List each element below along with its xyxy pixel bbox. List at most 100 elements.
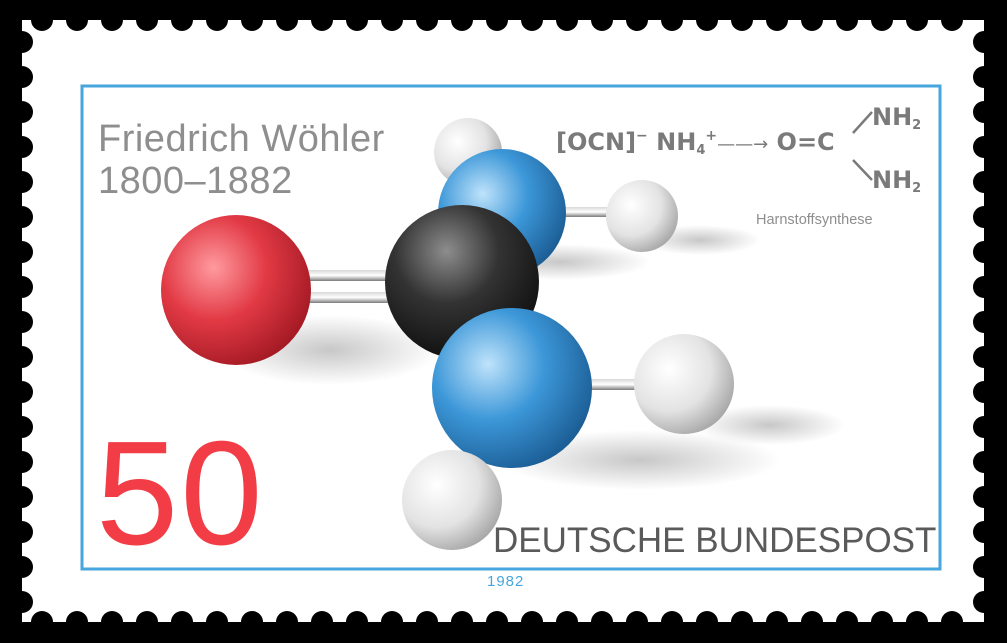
reaction-arrow: ——→ — [717, 134, 769, 155]
perforation-hole — [11, 31, 33, 53]
perforation-hole — [973, 521, 995, 543]
perforation-hole — [241, 611, 263, 633]
perforation-hole — [311, 9, 333, 31]
perforation-hole — [451, 611, 473, 633]
perforation-hole — [206, 611, 228, 633]
perforation-hole — [973, 101, 995, 123]
perforation-hole — [941, 9, 963, 31]
perforation-hole — [973, 381, 995, 403]
perforation-hole — [11, 486, 33, 508]
perforation-hole — [973, 346, 995, 368]
perforation-hole — [801, 611, 823, 633]
bond-n-h-right — [580, 379, 660, 390]
perforation-hole — [973, 241, 995, 263]
perforation-hole — [276, 9, 298, 31]
perforation-hole — [381, 9, 403, 31]
perforation-hole — [11, 206, 33, 228]
perforation-hole — [906, 611, 928, 633]
perforation-hole — [836, 9, 858, 31]
hydrogen-atom-lower-right — [634, 334, 734, 434]
perforation-hole — [591, 9, 613, 31]
perforation-hole — [973, 416, 995, 438]
amine-subscript: 2 — [912, 118, 922, 133]
perforation-hole — [346, 611, 368, 633]
hydrogen-atom-bottom — [402, 450, 502, 550]
nitrogen-atom-lower — [432, 308, 592, 468]
product-amine-lower: NH2 — [872, 166, 921, 196]
issue-year: 1982 — [487, 573, 525, 590]
perforation-hole — [973, 31, 995, 53]
reactant-ammonium: NH — [656, 128, 697, 156]
perforation-hole — [973, 66, 995, 88]
perforation-hole — [906, 9, 928, 31]
product-amine-upper: NH2 — [872, 103, 921, 133]
perforation-hole — [626, 9, 648, 31]
perforation-hole — [416, 9, 438, 31]
perforation-hole — [973, 451, 995, 473]
perforation-hole — [66, 9, 88, 31]
urea-structure-bonds — [852, 111, 873, 181]
perforation-hole — [521, 611, 543, 633]
bond-double-lower — [280, 292, 410, 303]
perforation-hole — [11, 276, 33, 298]
perforation-hole — [346, 9, 368, 31]
perforation-hole — [973, 591, 995, 613]
bond-n-h-upper — [545, 207, 635, 217]
perforation-hole — [381, 611, 403, 633]
perforation-hole — [451, 9, 473, 31]
perforation-hole — [101, 9, 123, 31]
issuer-name: DEUTSCHE BUNDESPOST — [493, 521, 937, 560]
perforation-hole — [136, 9, 158, 31]
amine-subscript: 2 — [912, 181, 922, 196]
perforation-hole — [486, 9, 508, 31]
perforation-hole — [31, 611, 53, 633]
hydrogen-atom-upper-right — [606, 180, 678, 252]
ammonium-charge: + — [705, 128, 718, 144]
perforation-hole — [591, 611, 613, 633]
reaction-caption: Harnstoffsynthese — [756, 212, 873, 228]
perforation-hole — [766, 611, 788, 633]
perforation-hole — [521, 9, 543, 31]
perforation-hole — [11, 381, 33, 403]
perforation-hole — [973, 136, 995, 158]
denomination-value: 50 — [96, 411, 265, 576]
reactant-cyanate: [OCN] — [556, 128, 637, 156]
perforation-hole — [973, 311, 995, 333]
perforation-hole — [11, 346, 33, 368]
perforation-hole — [11, 241, 33, 263]
perforation-hole — [801, 9, 823, 31]
perforation-hole — [11, 66, 33, 88]
oxygen-atom — [161, 215, 311, 365]
perforation-hole — [11, 556, 33, 578]
perforation-hole — [11, 101, 33, 123]
perforation-hole — [171, 611, 193, 633]
perforation-hole — [11, 451, 33, 473]
perforation-hole — [416, 611, 438, 633]
perforation-hole — [871, 611, 893, 633]
ammonium-subscript: 4 — [696, 143, 706, 158]
perforation-hole — [871, 9, 893, 31]
perforation-hole — [973, 556, 995, 578]
perforation-hole — [973, 171, 995, 193]
perforation-hole — [136, 611, 158, 633]
honoree-name: Friedrich Wöhler — [98, 118, 385, 160]
perforation-hole — [11, 416, 33, 438]
perforation-hole — [731, 611, 753, 633]
perforation-hole — [941, 611, 963, 633]
perforation-hole — [973, 206, 995, 228]
perforation-hole — [626, 611, 648, 633]
perforation-hole — [11, 136, 33, 158]
perforation-hole — [731, 9, 753, 31]
perforation-hole — [101, 611, 123, 633]
perforation-hole — [661, 9, 683, 31]
stamp-frame — [80, 84, 942, 571]
perforation-hole — [206, 9, 228, 31]
amine-group: NH — [872, 166, 913, 194]
perforation-hole — [11, 591, 33, 613]
perforation-hole — [556, 9, 578, 31]
perforation-hole — [661, 611, 683, 633]
perforation-hole — [311, 611, 333, 633]
reactant-charge: − — [636, 128, 648, 144]
perforation-hole — [11, 521, 33, 543]
